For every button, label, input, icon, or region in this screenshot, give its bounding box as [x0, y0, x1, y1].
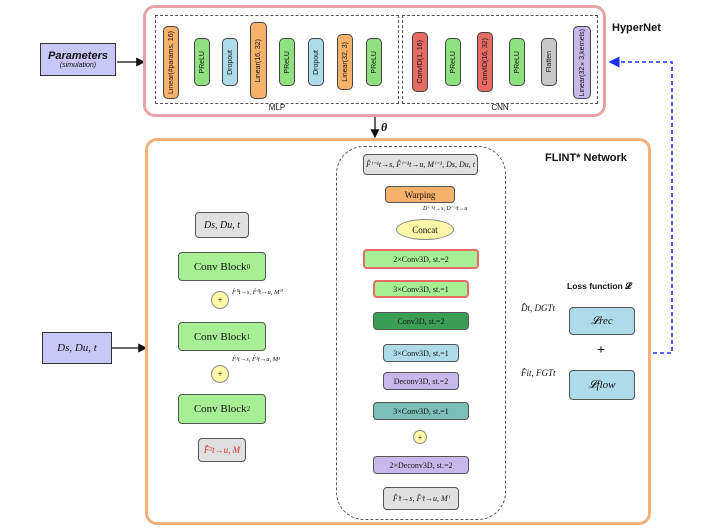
mlp-layer-8: PReLU	[366, 38, 382, 86]
loss-plus: +	[597, 343, 605, 358]
anno-0: F̂⁰t→s, F̂⁰t→u, M⁰	[232, 289, 283, 296]
block-1: 2×Conv3D, st.=2	[363, 249, 479, 269]
mlp-group	[155, 15, 399, 104]
cnn-group	[402, 15, 598, 104]
conv-block-2-label: Conv Block	[193, 403, 247, 415]
parameters-label: Parameters	[48, 50, 108, 62]
ds-du-t-box: Ds, Du, t	[195, 212, 249, 238]
anno-1: F̂¹t→s, F̂¹t→u, M¹	[232, 356, 281, 363]
cnn-layer-3: ConvID(16, 32)	[477, 32, 493, 92]
mlp-label: MLP	[268, 103, 286, 112]
block-7: 2×Deconv3D, st.=2	[373, 456, 469, 474]
mlp-layer-6: Dropout	[308, 38, 324, 86]
conv-block-2-sup: 2	[246, 405, 251, 413]
input-box: Ds, Du, t	[42, 332, 112, 364]
warping-anno: Dⁱ⁻¹t→s, Dⁱ⁻¹t→u	[423, 206, 468, 212]
add-node-1: +	[211, 365, 229, 383]
block-3: Conv3D, st.=2	[373, 312, 469, 330]
detail-region	[336, 146, 506, 520]
add-node-0: +	[211, 291, 229, 309]
mlp-layer-5: PReLU	[279, 38, 295, 86]
conv-block-1-label: Conv Block	[193, 330, 247, 343]
flint-output: F̂²t→u, M	[198, 438, 246, 462]
loss-input-1: D̂t, DGTt	[521, 303, 556, 313]
parameters-box: Parameters (simulation)	[40, 43, 116, 76]
cnn-layer-5: Flatten	[541, 38, 557, 86]
cnn-label: CNN	[491, 103, 509, 112]
mlp-layer-1: Linear(#params, 16)	[163, 26, 179, 99]
hypernet-title: HyperNet	[612, 22, 661, 34]
mlp-layer-3: Dropout	[222, 38, 238, 86]
conv-block-1-sup: 1	[246, 332, 251, 341]
concat-node: Concat	[396, 219, 454, 240]
cnn-layer-4: PReLU	[509, 38, 525, 86]
detail-output: F̂ⁱt→s, F̂ⁱt→u, Mⁱ	[383, 487, 459, 510]
theta-label: θ	[381, 120, 388, 134]
detail-input: F̂ⁱ⁻¹t→s, F̂ⁱ⁻¹t→u, Mⁱ⁻¹, Ds, Du, t	[363, 154, 478, 175]
cnn-layer-6: Linear(32×3,kernels)	[573, 26, 591, 99]
parameters-sub: (simulation)	[59, 62, 97, 69]
loss-flow-box: 𝓛flow	[569, 370, 635, 400]
block-6: 3×Conv3D, st.=1	[373, 402, 469, 420]
block-2: 3×Conv3D, st.=1	[373, 280, 469, 298]
flint-title: FLINT* Network	[545, 152, 627, 164]
hypernet-panel	[143, 5, 606, 117]
conv-block-0-label: Conv Block	[193, 260, 247, 273]
block-4: 3×Conv3D, st.=1	[383, 344, 459, 362]
loss-title: Loss function 𝓛	[567, 281, 632, 291]
detail-add-node: +	[413, 430, 427, 444]
input-label: Ds, Du, t	[57, 342, 97, 354]
warping-box: Warping	[385, 186, 455, 203]
mlp-layer-7: Linear(32, 3)	[337, 34, 353, 90]
loss-input-2: F̂it, FGTt	[521, 368, 556, 378]
mlp-layer-4: Linear(16, 32)	[250, 22, 267, 99]
mlp-layer-2: PReLU	[194, 38, 210, 86]
loss-rec-box: 𝓛rec	[569, 307, 635, 335]
conv-block-0-sup: 0	[246, 262, 251, 271]
cnn-layer-1: ConvID(1, 16)	[412, 32, 428, 92]
block-5: Deconv3D, st.=2	[383, 372, 459, 390]
cnn-layer-2: PReLU	[445, 38, 461, 86]
